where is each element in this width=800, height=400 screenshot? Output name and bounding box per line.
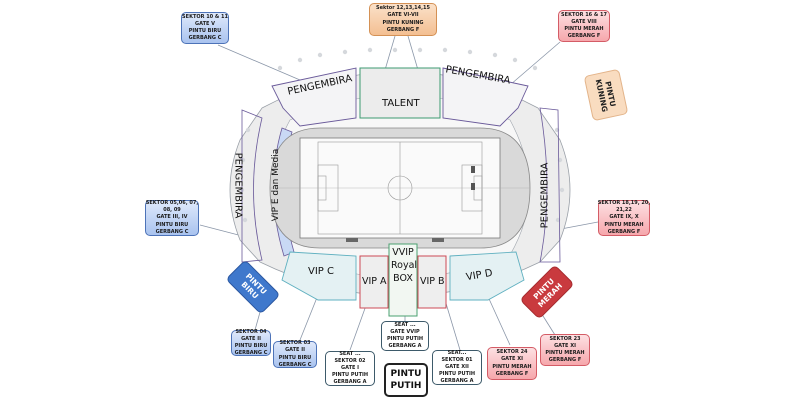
label-vvip: VVIP Royal BOX [391,247,418,284]
zone-talent [359,67,441,119]
zone-vvip-royal-box [388,243,418,317]
zone-pengembira-left [241,109,263,263]
label-vip-b: VIP B [420,276,445,287]
zone-pengembira-top-left [271,67,357,127]
zone-vip-c [281,251,357,301]
seat-post-markers [239,47,565,223]
zone-vip-d [449,251,525,301]
label-talent: TALENT [382,98,420,109]
label-vip-c: VIP C [308,266,334,277]
label-pengembira-left: PENGEMBIRA [232,152,244,219]
label-vip-e-media: VIP E dan Media [271,148,282,222]
label-vip-a: VIP A [362,276,387,287]
zone-vip-b [417,255,447,309]
zone-pengembira-top-right [442,67,529,127]
label-pengembira-right: PENGEMBIRA [539,162,551,229]
zone-pengembira-right [539,107,561,263]
zone-vip-a [359,255,389,309]
